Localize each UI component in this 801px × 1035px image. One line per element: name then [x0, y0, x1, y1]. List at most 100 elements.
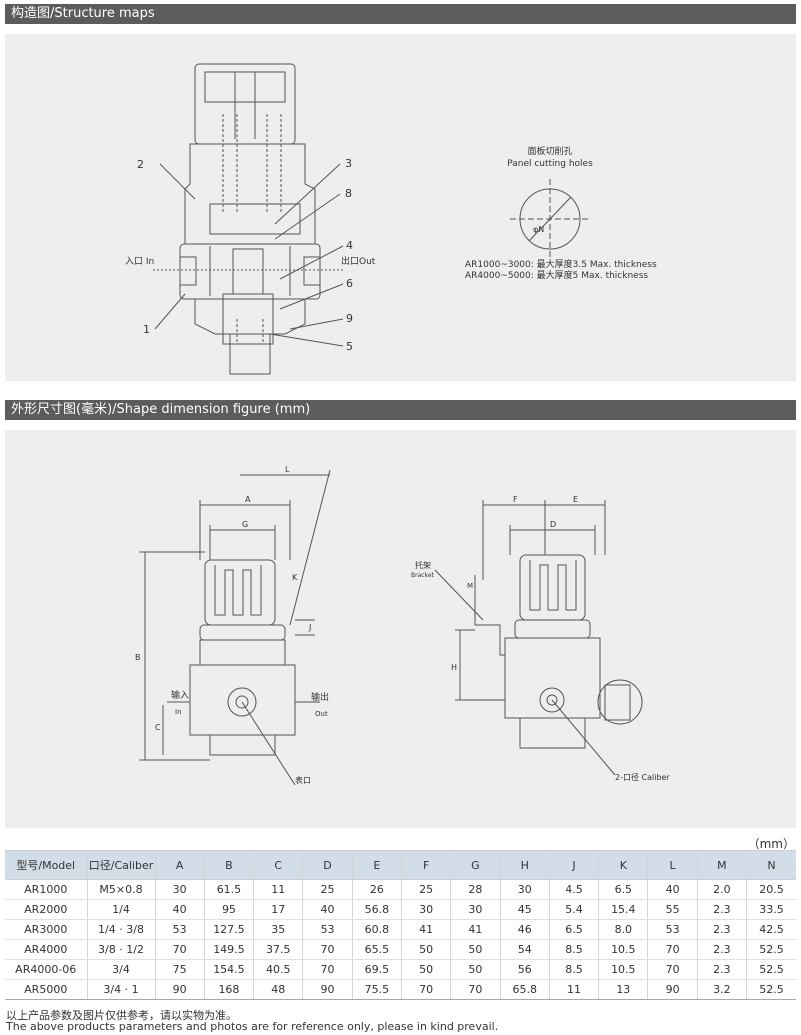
table-header-cell: C	[253, 850, 303, 880]
table-cell: AR3000	[5, 919, 87, 940]
table-cell: 75	[154, 959, 205, 980]
table-cell: 90	[154, 979, 205, 1000]
inlet-label: 入口 In	[125, 256, 154, 267]
table-cell: 30	[450, 899, 501, 920]
table-cell: 40.5	[253, 959, 303, 980]
table-cell: 95	[203, 899, 254, 920]
table-header-cell: K	[598, 850, 648, 880]
table-cell: 2.3	[696, 899, 747, 920]
table-cell: 6.5	[548, 919, 599, 940]
table-cell: 17	[253, 899, 303, 920]
structure-drawing: 2 3 8 4 6 9 5 1 入口 In 出口Out 面板切削孔 Panel …	[125, 63, 657, 375]
table-cell: AR4000-06	[5, 959, 87, 980]
table-cell: 2.3	[696, 919, 747, 940]
dim-H-label: H	[451, 663, 457, 672]
table-cell: 40	[647, 879, 698, 900]
table-cell: 3/8 · 1/2	[86, 939, 155, 960]
upper-body	[184, 143, 316, 245]
bracket-cn-label: 托架	[415, 560, 431, 570]
table-cell: 41	[450, 919, 501, 940]
thickness-note-2: AR4000~5000: 最大厚度5 Max. thickness	[465, 269, 648, 281]
table-cell: 3.2	[696, 979, 747, 1000]
table-cell: 65.8	[499, 979, 550, 1000]
part-9-label: 9	[346, 312, 353, 325]
table-cell: 13	[598, 979, 648, 1000]
table-cell: 15.4	[598, 899, 648, 920]
dim-L-label: L	[285, 465, 290, 474]
dim-E-label: E	[573, 495, 578, 504]
table-header-cell: G	[450, 850, 501, 880]
pressure-gauge	[597, 679, 643, 725]
unit-label: （mm）	[747, 837, 795, 851]
table-cell: 33.5	[746, 899, 796, 920]
part-8-label: 8	[345, 187, 352, 200]
table-cell: 25	[400, 879, 451, 900]
table-cell: 61.5	[203, 879, 254, 900]
panel-cutting-en: Panel cutting holes	[507, 159, 593, 169]
table-cell: 70	[154, 939, 205, 960]
table-cell: 10.5	[598, 959, 648, 980]
table-cell: 1/4	[86, 899, 155, 920]
table-cell: 2.0	[696, 879, 747, 900]
structure-panel: 2 3 8 4 6 9 5 1 入口 In 出口Out 面板切削孔 Panel …	[5, 34, 796, 381]
side-body	[504, 637, 601, 719]
table-cell: 50	[450, 939, 501, 960]
part-2-label: 2	[137, 158, 144, 171]
part-4-label: 4	[346, 239, 353, 252]
table-cell: 70	[647, 939, 698, 960]
bonnet-outline	[194, 63, 296, 145]
part-5-label: 5	[346, 340, 353, 353]
table-cell: 40	[154, 899, 205, 920]
table-cell: 45	[499, 899, 550, 920]
table-cell: 37.5	[253, 939, 303, 960]
table-cell: 26	[351, 879, 402, 900]
dimension-drawing: L A G K J B C 输入 In 输出 Out 表口 F E D M H …	[135, 465, 670, 786]
dimension-section-header: 外形尺寸图(毫米)/Shape dimension figure (mm)	[5, 400, 796, 420]
table-header-cell: J	[548, 850, 599, 880]
panel-cutting-cn: 面板切削孔	[527, 145, 572, 157]
table-header-cell: B	[203, 850, 254, 880]
front-body	[189, 664, 296, 736]
input-en-label: In	[175, 708, 182, 716]
table-cell: 52.5	[746, 959, 796, 980]
thickness-note-1: AR1000~3000: 最大厚度3.5 Max. thickness	[465, 258, 657, 270]
table-cell: 53	[154, 919, 205, 940]
table-cell: 53	[302, 919, 353, 940]
table-header-cell: A	[154, 850, 205, 880]
table-cell: 30	[400, 899, 451, 920]
part-6-label: 6	[346, 277, 353, 290]
output-cn-label: 输出	[311, 691, 329, 703]
footnote-cn: 以上产品参数及图片仅供参考，请以实物为准。	[6, 1009, 237, 1022]
dim-J-label: J	[308, 623, 311, 632]
table-cell: 52.5	[746, 939, 796, 960]
table-header-cell: D	[302, 850, 353, 880]
table-cell: 8.5	[548, 939, 599, 960]
table-cell: 8.5	[548, 959, 599, 980]
table-cell: 2.3	[696, 939, 747, 960]
dim-F-label: F	[513, 495, 518, 504]
table-cell: AR5000	[5, 979, 87, 1000]
table-cell: 28	[450, 879, 501, 900]
bracket-en-label: Bracket	[411, 572, 435, 579]
dim-A-label: A	[245, 495, 251, 504]
main-body	[179, 243, 321, 300]
dim-K-label: K	[292, 573, 298, 582]
footnote-en: The above products parameters and photos…	[6, 1020, 499, 1033]
table-cell: 48	[253, 979, 303, 1000]
table-cell: 54	[499, 939, 550, 960]
table-cell: 90	[302, 979, 353, 1000]
table-cell: AR4000	[5, 939, 87, 960]
outlet-label: 出口Out	[341, 255, 376, 267]
table-cell: 70	[400, 979, 451, 1000]
table-cell: 90	[647, 979, 698, 1000]
dim-C-label: C	[155, 723, 161, 732]
table-cell: 11	[253, 879, 303, 900]
dim-D-label: D	[550, 520, 556, 529]
table-cell: 69.5	[351, 959, 402, 980]
